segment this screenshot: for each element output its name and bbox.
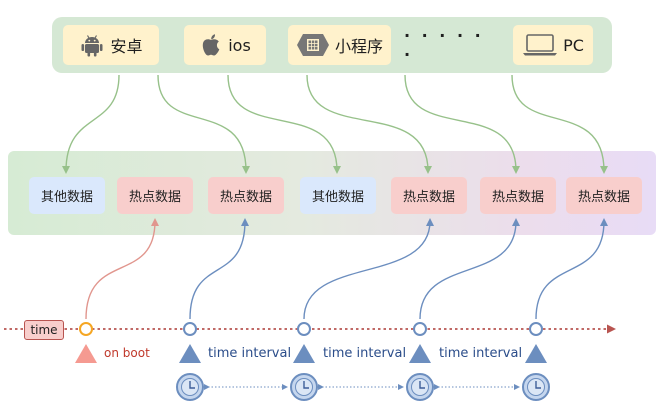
- refresh-arrow: [419, 218, 520, 320]
- platform-android: 安卓: [63, 25, 159, 65]
- clock-icon: [522, 373, 550, 401]
- platform-arrow: [306, 74, 432, 174]
- clock-icon: [176, 373, 204, 401]
- hot-data-box: 热点数据: [566, 177, 642, 214]
- hot-data-box: 热点数据: [391, 177, 467, 214]
- clock-icon: [406, 373, 434, 401]
- platform-pc: PC: [513, 25, 593, 65]
- platform-arrow: [227, 74, 341, 174]
- platform-arrow: [62, 74, 120, 174]
- more-platforms-ellipsis: · · · · · ·: [404, 26, 484, 64]
- other-data-box: 其他数据: [29, 177, 105, 214]
- time-interval-label: time interval: [439, 346, 523, 361]
- mini-program-icon: [296, 34, 329, 56]
- platform-arrow: [157, 74, 250, 174]
- boot-event-marker: [79, 322, 93, 336]
- interval-triangle-icon: [179, 344, 201, 363]
- android-icon: [81, 35, 103, 57]
- hot-data-box: 热点数据: [117, 177, 193, 214]
- platform-ios: ios: [184, 25, 266, 65]
- platform-mini-program: 小程序: [288, 25, 391, 65]
- platform-arrow: [511, 74, 608, 174]
- interval-triangle-icon: [293, 344, 315, 363]
- refresh-arrow: [189, 218, 249, 320]
- on-boot-label: on boot: [104, 346, 150, 360]
- boot-load-arrow: [85, 218, 159, 320]
- refresh-event-marker: [297, 322, 311, 336]
- platform-label: ios: [228, 35, 251, 55]
- refresh-event-marker: [413, 322, 427, 336]
- interval-triangle-icon: [409, 344, 431, 363]
- hot-data-box: 热点数据: [208, 177, 284, 214]
- refresh-arrow: [535, 218, 608, 320]
- timeline-label: time: [24, 320, 64, 340]
- other-data-box: 其他数据: [300, 177, 376, 214]
- laptop-icon: [523, 34, 558, 56]
- time-interval-label: time interval: [323, 346, 407, 361]
- refresh-arrow: [303, 218, 434, 320]
- platform-label: 安卓: [110, 37, 143, 56]
- platform-label: 小程序: [334, 37, 383, 56]
- apple-icon: [203, 34, 220, 56]
- hot-data-box: 热点数据: [480, 177, 556, 214]
- platform-label: PC: [563, 35, 584, 55]
- time-interval-label: time interval: [208, 346, 292, 361]
- boot-triangle-icon: [75, 344, 97, 363]
- clock-icon: [290, 373, 318, 401]
- refresh-event-marker: [183, 322, 197, 336]
- platform-arrow: [404, 74, 520, 174]
- refresh-event-marker: [529, 322, 543, 336]
- interval-triangle-icon: [525, 344, 547, 363]
